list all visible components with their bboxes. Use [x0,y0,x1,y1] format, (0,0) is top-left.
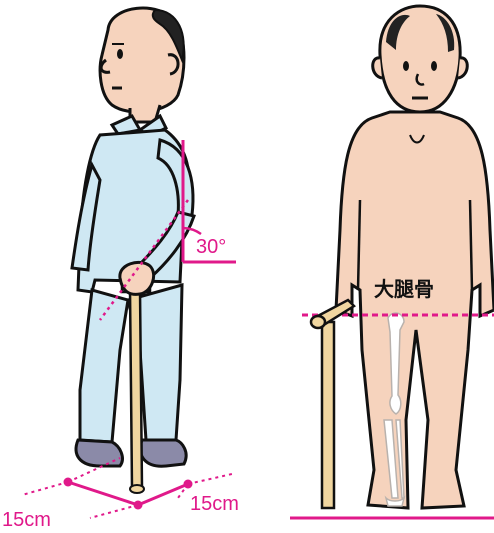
anatomy-head [373,6,468,112]
elbow-angle-label: 30° [196,236,226,258]
distance-label-left: 15cm [2,509,51,528]
man-with-cane-figure [72,8,194,493]
anatomy-body [336,112,494,508]
left-figure-hand [120,262,154,294]
femur-label: 大腿骨 [374,278,434,301]
left-figure-head [100,8,184,112]
anatomy-figure: 大腿骨 [336,6,494,508]
distance-label-right: 15cm [190,493,239,515]
handrail-post [311,300,354,508]
